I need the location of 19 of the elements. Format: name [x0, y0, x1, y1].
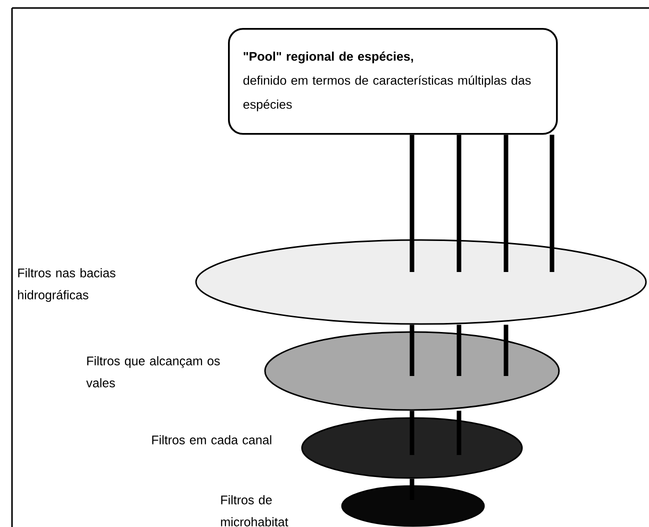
- connecting-line: [504, 134, 508, 272]
- ellipse-disc: [301, 417, 523, 479]
- filter-label: Filtros em cada canal: [152, 435, 272, 444]
- connecting-line: [410, 134, 414, 272]
- connecting-line: [504, 324, 508, 376]
- connecting-line: [410, 410, 414, 455]
- filter-label: Filtros que alcançam os vales: [86, 356, 220, 388]
- pool-box: "Pool" regional de espécies, definido em termos de características múltiplas das espécies: [228, 28, 558, 135]
- connecting-line: [456, 324, 462, 376]
- ellipse-disc: [264, 331, 560, 411]
- connecting-line: [456, 410, 462, 455]
- connecting-line: [410, 478, 414, 500]
- connecting-line: [550, 134, 554, 272]
- connecting-line: [410, 324, 414, 376]
- ellipse-disc: [195, 239, 647, 325]
- connecting-line: [456, 134, 462, 272]
- filter-label: Filtros de microhabitat: [221, 495, 288, 526]
- ellipse-disc: [341, 485, 485, 527]
- filter-label: Filtros nas bacias hidrográficas: [18, 268, 116, 302]
